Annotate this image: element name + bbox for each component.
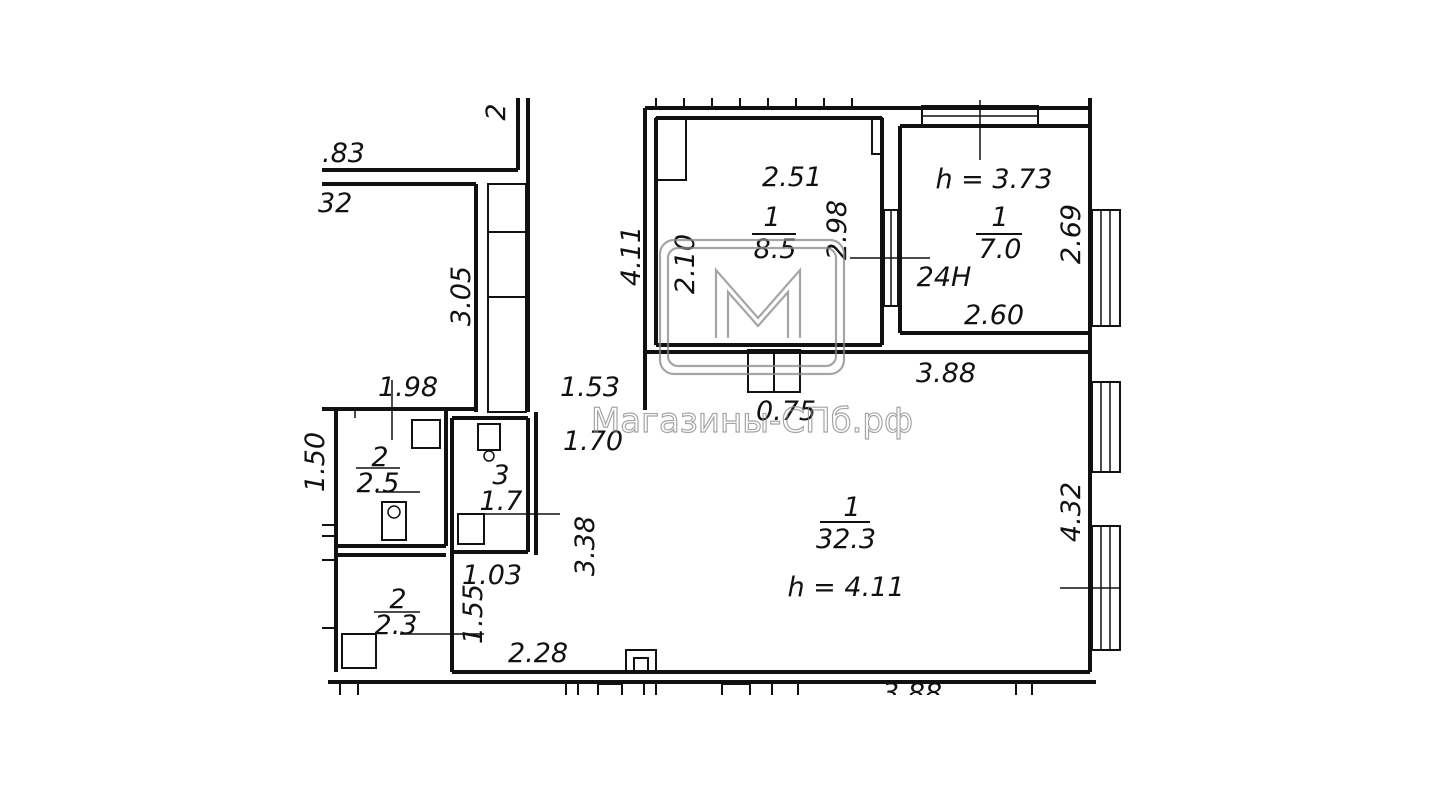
watermark: Магазины-СПб.рф <box>590 238 914 442</box>
dimension-083: .83 <box>322 138 365 169</box>
watermark-text: Магазины-СПб.рф <box>591 401 913 441</box>
windows-and-fixtures <box>341 98 1121 669</box>
riser-label: 24H <box>917 262 972 293</box>
dimension-170: 1.70 <box>563 426 623 457</box>
dimension-103: 1.03 <box>462 560 522 591</box>
toilet-room-area: 1.7 <box>480 486 523 517</box>
bedroom-height: h = 3.73 <box>935 164 1052 195</box>
dimension-2-top: 2 <box>481 103 512 120</box>
living-room-height: h = 4.11 <box>787 572 904 603</box>
kitchen-room-number: 1 <box>763 202 780 233</box>
bath-upper-room-number: 2 <box>371 442 388 473</box>
dimension-left-cut: 1.50 <box>300 432 331 492</box>
dimension-269: 2.69 <box>1056 204 1087 264</box>
dimension-155: 1.55 <box>458 584 489 644</box>
room-labels: 1 8.5 h = 3.73 1 7.0 2 2.5 3 1.7 2 2.3 1… <box>357 164 1053 641</box>
bedroom-room-number: 1 <box>991 202 1008 233</box>
dimension-32: 32 <box>318 188 352 219</box>
dimension-411-vertical: 4.11 <box>616 226 647 286</box>
dimension-075: 0.75 <box>756 396 816 427</box>
dimension-labels: 2 .83 32 3.05 1.98 1.50 1.53 1.70 3.38 1… <box>300 103 1087 709</box>
dimension-153: 1.53 <box>560 372 620 403</box>
toilet-room-number: 3 <box>492 460 509 491</box>
bath-upper-room-area: 2.5 <box>357 468 400 499</box>
bath-lower-room-number: 2 <box>389 584 406 615</box>
watermark-logo-m-icon <box>714 267 802 338</box>
living-room-area: 32.3 <box>816 524 876 555</box>
dimension-198: 1.98 <box>378 372 438 403</box>
dimension-210: 2.10 <box>670 234 701 294</box>
watermark-logo-frame <box>658 238 846 376</box>
living-room-number: 1 <box>843 492 860 523</box>
bedroom-room-area: 7.0 <box>979 234 1022 265</box>
dimension-432: 4.32 <box>1056 482 1087 542</box>
dimension-251: 2.51 <box>762 162 822 193</box>
kitchen-room-area: 8.5 <box>754 234 797 265</box>
dimension-298: 2.98 <box>822 200 853 260</box>
dimension-228: 2.28 <box>508 638 568 669</box>
dimension-338: 3.38 <box>570 516 601 576</box>
bath-lower-room-area: 2.3 <box>375 610 418 641</box>
dimension-388: 3.88 <box>916 358 976 389</box>
dimension-305: 3.05 <box>446 266 477 326</box>
dimension-260: 2.60 <box>964 300 1024 331</box>
